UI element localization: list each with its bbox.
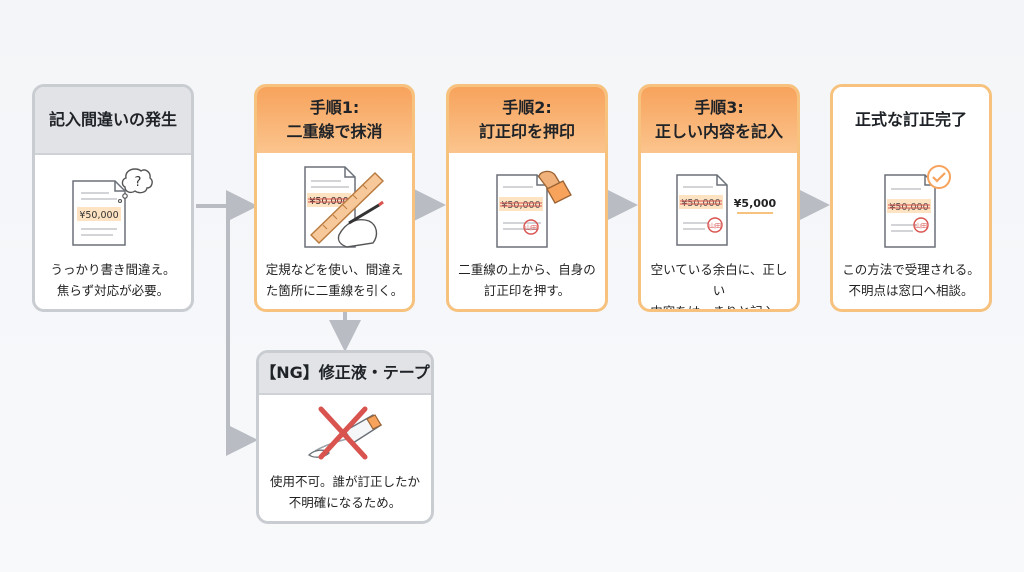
seal-char: 山田 bbox=[915, 222, 927, 230]
card-step2-description: 二重線の上から、自身の 訂正印を押す。 bbox=[458, 262, 596, 298]
document-icon bbox=[72, 180, 126, 246]
arrow-branch-to-ng bbox=[226, 206, 258, 456]
correction-tape-crossed-illustration bbox=[259, 401, 431, 463]
doc-amount: ¥50,000 bbox=[79, 210, 118, 221]
card-mistake-title: 記入間違いの発生 bbox=[35, 87, 191, 155]
new-amount: ¥5,000 bbox=[734, 197, 777, 210]
corrected-document-illustration: ¥50,000 山田 ¥5,000 bbox=[641, 167, 797, 247]
document-icon bbox=[303, 166, 356, 248]
card-ng: 【NG】修正液・テープ 使用不可。誰が訂正したか 不明確になるため。 bbox=[256, 350, 434, 524]
seal-mark-icon bbox=[707, 217, 723, 233]
card-ng-description: 使用不可。誰が訂正したか 不明確になるため。 bbox=[269, 474, 420, 510]
seal-mark-icon bbox=[523, 219, 539, 235]
card-step2: 手順2: 訂正印を押印 ¥50,000 山田 二重線の上から、自身の 訂正印を押… bbox=[446, 84, 608, 312]
hand-pen-icon bbox=[337, 200, 384, 248]
question-mark: ? bbox=[135, 175, 142, 190]
document-question-illustration: ¥50,000 ? bbox=[35, 167, 191, 247]
seal-mark-icon bbox=[913, 217, 929, 233]
card-step3-description: 空いている余白に、正しい 内容をはっきりと記入。 bbox=[650, 262, 788, 312]
document-icon bbox=[676, 174, 728, 246]
card-step3: 手順3: 正しい内容を記入 ¥50,000 山田 ¥5,000 空いている余白に… bbox=[638, 84, 800, 312]
ruler-icon bbox=[309, 172, 384, 244]
ruler-pen-illustration: ¥50,000 bbox=[257, 165, 412, 249]
card-done-description: この方法で受理される。 不明点は窓口へ相談。 bbox=[842, 262, 980, 298]
seal-stamp-illustration: ¥50,000 山田 bbox=[449, 167, 605, 249]
completed-document-illustration: ¥50,000 山田 bbox=[833, 165, 989, 249]
cross-icon bbox=[318, 406, 368, 460]
thought-bubble-icon bbox=[117, 168, 153, 204]
card-step1-title: 手順1: 二重線で抹消 bbox=[257, 87, 412, 153]
seal-char: 山田 bbox=[525, 224, 537, 232]
card-done: 正式な訂正完了 ¥50,000 山田 この方法で受理される。 不明点は窓口へ相談… bbox=[830, 84, 992, 312]
card-step2-title: 手順2: 訂正印を押印 bbox=[449, 87, 605, 153]
card-done-title: 正式な訂正完了 bbox=[833, 87, 989, 153]
check-circle-icon bbox=[927, 165, 951, 189]
seal-char: 山田 bbox=[709, 222, 721, 230]
card-mistake: 記入間違いの発生 ¥50,000 ? うっかり書き間違え。 焦らず対応が必要。 bbox=[32, 84, 194, 312]
card-step1: 手順1: 二重線で抹消 ¥50,000 bbox=[254, 84, 415, 312]
document-icon bbox=[496, 174, 548, 248]
card-mistake-description: うっかり書き間違え。 焦らず対応が必要。 bbox=[50, 262, 176, 298]
stamp-icon bbox=[538, 170, 572, 204]
card-ng-title: 【NG】修正液・テープ bbox=[259, 353, 431, 395]
card-step3-title: 手順3: 正しい内容を記入 bbox=[641, 87, 797, 153]
card-step1-description: 定規などを使い、間違え た箇所に二重線を引く。 bbox=[265, 262, 404, 298]
document-icon bbox=[884, 174, 936, 248]
